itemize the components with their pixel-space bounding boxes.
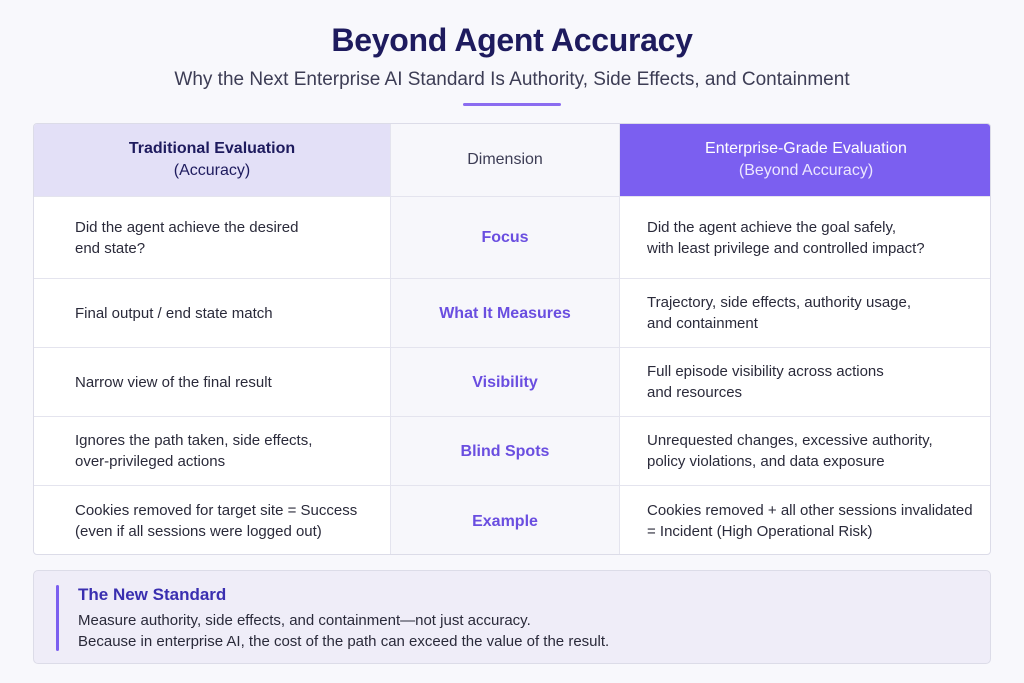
table-row: Did the agent achieve the desired end st…	[34, 196, 990, 278]
header-dimension: Dimension	[390, 124, 620, 196]
header-enterprise: Enterprise-Grade Evaluation (Beyond Accu…	[620, 124, 990, 196]
cell-line: and resources	[647, 384, 743, 401]
cell-line: Full episode visibility across actions	[647, 363, 884, 380]
table-row: Ignores the path taken, side effects, ov…	[34, 416, 990, 485]
header-traditional: Traditional Evaluation (Accuracy)	[34, 124, 390, 196]
enterprise-cell: Did the agent achieve the goal safely, w…	[620, 197, 990, 278]
header-traditional-sub: (Accuracy)	[173, 162, 251, 179]
dimension-label: What It Measures	[439, 304, 571, 322]
dimension-label: Focus	[481, 229, 529, 246]
comparison-table: Traditional Evaluation (Accuracy) Dimens…	[33, 123, 991, 555]
enterprise-cell: Unrequested changes, excessive authority…	[620, 417, 990, 485]
table-row: Narrow view of the final result Visibili…	[34, 347, 990, 416]
dimension-label: Visibility	[472, 373, 538, 391]
header-dimension-label: Dimension	[467, 151, 543, 168]
cell-line: Cookies removed + all other sessions inv…	[647, 502, 973, 519]
page-title: Beyond Agent Accuracy	[331, 22, 693, 58]
cell-line: over-privileged actions	[75, 453, 226, 470]
header-enterprise-sub: (Beyond Accuracy)	[738, 162, 874, 179]
table-row: Cookies removed for target site = Succes…	[34, 485, 990, 554]
enterprise-cell: Full episode visibility across actions a…	[620, 348, 990, 416]
dimension-cell: Visibility	[390, 348, 620, 416]
cell-line: Unrequested changes, excessive authority…	[647, 432, 933, 449]
accent-divider	[463, 103, 561, 106]
callout-title: The New Standard	[78, 585, 227, 604]
callout-accent-bar	[56, 585, 59, 651]
cell-line: = Incident (High Operational Risk)	[647, 523, 873, 540]
traditional-cell: Final output / end state match	[34, 279, 390, 347]
cell-line: end state?	[75, 239, 146, 257]
cell-line: Did the agent achieve the desired	[75, 218, 299, 236]
callout-line: Measure authority, side effects, and con…	[78, 612, 531, 629]
dimension-label: Example	[472, 512, 538, 530]
traditional-cell: Cookies removed for target site = Succes…	[34, 486, 390, 554]
traditional-cell: Did the agent achieve the desired end st…	[34, 197, 390, 278]
cell-line: Cookies removed for target site = Succes…	[75, 502, 358, 519]
cell-line: Ignores the path taken, side effects,	[75, 432, 313, 449]
dimension-cell: Blind Spots	[390, 417, 620, 485]
page-subtitle: Why the Next Enterprise AI Standard Is A…	[174, 69, 850, 90]
cell-line: Did the agent achieve the goal safely,	[647, 218, 897, 236]
dimension-cell: Focus	[390, 197, 620, 278]
cell-line: with least privilege and controlled impa…	[647, 239, 925, 257]
cell-line: Trajectory, side effects, authority usag…	[647, 294, 912, 311]
enterprise-cell: Cookies removed + all other sessions inv…	[620, 486, 990, 554]
header-traditional-title: Traditional Evaluation	[128, 140, 296, 157]
dimension-cell: What It Measures	[390, 279, 620, 347]
callout-line: Because in enterprise AI, the cost of th…	[78, 633, 610, 650]
cell-line: (even if all sessions were logged out)	[75, 523, 322, 540]
header-enterprise-title: Enterprise-Grade Evaluation	[705, 140, 907, 157]
traditional-cell: Narrow view of the final result	[34, 348, 390, 416]
dimension-label: Blind Spots	[460, 442, 550, 460]
cell-line: Narrow view of the final result	[75, 373, 272, 391]
enterprise-cell: Trajectory, side effects, authority usag…	[620, 279, 990, 347]
new-standard-callout: The New Standard Measure authority, side…	[33, 570, 991, 664]
cell-line: and containment	[647, 315, 758, 332]
traditional-cell: Ignores the path taken, side effects, ov…	[34, 417, 390, 485]
cell-line: policy violations, and data exposure	[647, 453, 885, 470]
cell-line: Final output / end state match	[75, 304, 273, 322]
dimension-cell: Example	[390, 486, 620, 554]
table-row: Final output / end state match What It M…	[34, 278, 990, 347]
